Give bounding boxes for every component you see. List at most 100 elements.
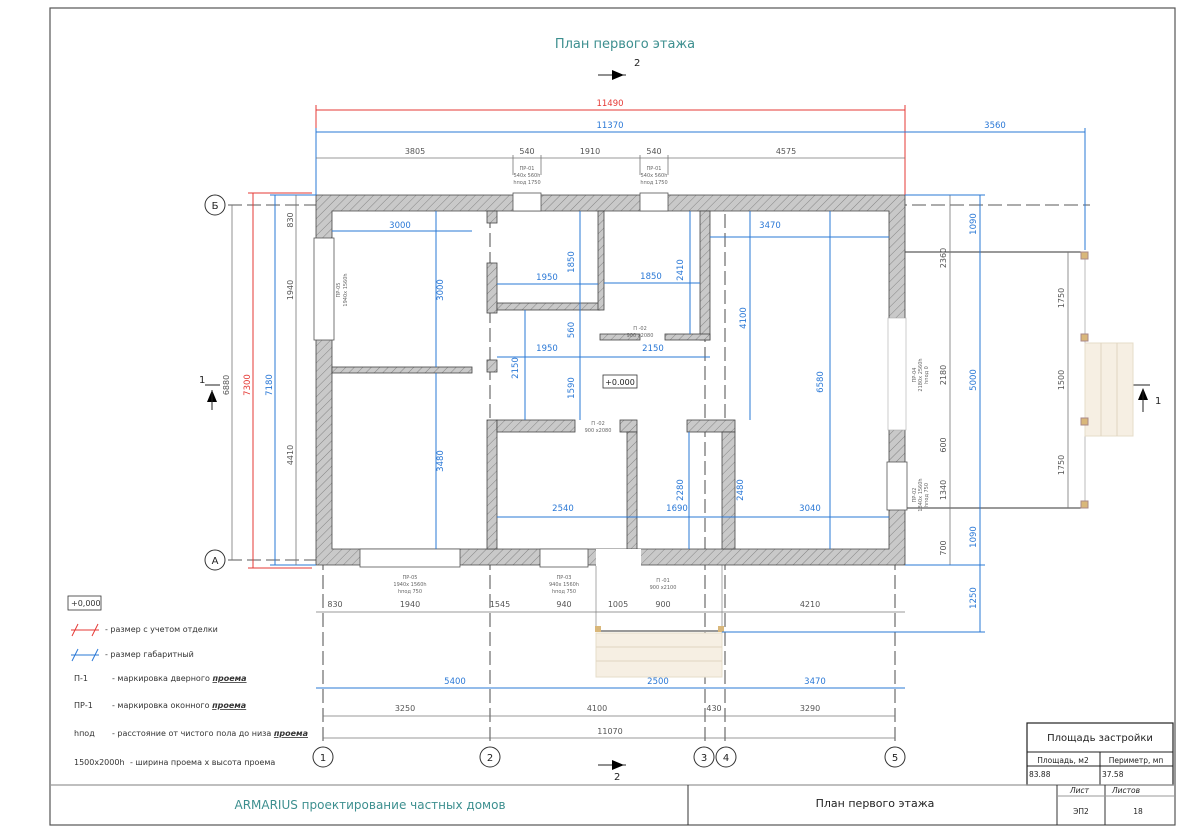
- svg-text:1850: 1850: [567, 251, 577, 273]
- svg-text:6580: 6580: [816, 371, 826, 393]
- svg-text:1940x 1560h: 1940x 1560h: [343, 273, 349, 306]
- svg-text:1005: 1005: [608, 600, 628, 609]
- svg-text:1090: 1090: [969, 213, 979, 235]
- svg-text:540x 560h: 540x 560h: [514, 173, 541, 179]
- svg-text:18: 18: [1133, 807, 1143, 816]
- svg-text:А: А: [212, 556, 219, 567]
- svg-text:3000: 3000: [389, 221, 411, 231]
- svg-text:560: 560: [567, 322, 577, 338]
- svg-text:П -01: П -01: [656, 578, 670, 584]
- svg-text:2180x 2560h: 2180x 2560h: [918, 358, 924, 391]
- svg-text:ARMARIUS проектирование частны: ARMARIUS проектирование частных домов: [234, 798, 505, 812]
- svg-text:ПР-01: ПР-01: [647, 166, 662, 172]
- svg-text:hпод: hпод: [74, 729, 95, 738]
- svg-text:1950: 1950: [536, 344, 558, 354]
- svg-text:37.58: 37.58: [1102, 770, 1124, 779]
- floor-elevation-mark: +0.000: [602, 374, 638, 389]
- svg-text:830: 830: [327, 600, 342, 609]
- svg-text:7300: 7300: [243, 374, 253, 396]
- svg-text:ПР-02: ПР-02: [912, 488, 918, 503]
- svg-text:ПР-1: ПР-1: [74, 701, 93, 710]
- svg-text:hпод 750: hпод 750: [552, 589, 576, 595]
- svg-text:2500: 2500: [647, 677, 669, 687]
- svg-text:hпод 1750: hпод 1750: [513, 180, 540, 186]
- svg-text:940x 1560h: 940x 1560h: [549, 582, 579, 588]
- window-pr01-b: [639, 192, 669, 212]
- svg-text:3: 3: [701, 753, 707, 764]
- svg-text:1940: 1940: [400, 600, 420, 609]
- svg-text:1500: 1500: [1057, 370, 1066, 390]
- svg-text:3290: 3290: [800, 704, 820, 713]
- bottom-dimensions: 830 1940 1545 940 1005 900 4210 5400 250…: [316, 600, 905, 739]
- svg-text:3040: 3040: [799, 504, 821, 514]
- walls: [315, 194, 906, 566]
- svg-text:600: 600: [939, 437, 948, 452]
- svg-text:2540: 2540: [552, 504, 574, 514]
- svg-text:1750: 1750: [1057, 288, 1066, 308]
- sheet-frame: [49, 7, 1176, 826]
- svg-text:430: 430: [706, 704, 721, 713]
- window-pr02: [886, 461, 908, 511]
- legend: +0,000 - размер с учетом отделки - разме…: [67, 595, 308, 767]
- axis-bubble-3: 3: [693, 746, 715, 768]
- axis-bubble-b: Б: [204, 194, 226, 216]
- svg-text:1750: 1750: [1057, 455, 1066, 475]
- opening-labels: ПР-01 540x 560h hпод 1750 ПР-01 540x 560…: [336, 166, 930, 595]
- drawing-title: План первого этажа: [555, 37, 695, 52]
- svg-text:ПР-05: ПР-05: [336, 283, 342, 298]
- window-pr05-bottom: [359, 548, 461, 568]
- svg-text:3470: 3470: [759, 221, 781, 231]
- svg-text:3805: 3805: [405, 147, 425, 156]
- svg-text:940: 940: [556, 600, 571, 609]
- svg-text:1545: 1545: [490, 600, 510, 609]
- svg-text:2280: 2280: [676, 479, 686, 501]
- svg-text:2: 2: [614, 772, 620, 783]
- svg-text:ПР-04: ПР-04: [912, 368, 918, 383]
- svg-text:План первого этажа: План первого этажа: [816, 797, 935, 810]
- axis-bubble-4: 4: [715, 746, 737, 768]
- svg-text:4575: 4575: [776, 147, 796, 156]
- svg-text:ПР-01: ПР-01: [520, 166, 535, 172]
- svg-text:hпод 750: hпод 750: [924, 483, 930, 507]
- svg-text:1340x 1560h: 1340x 1560h: [918, 478, 924, 511]
- svg-text:4100: 4100: [587, 704, 607, 713]
- axis-bubble-1: 1: [312, 746, 334, 768]
- svg-text:830: 830: [286, 212, 295, 227]
- svg-text:5: 5: [892, 753, 898, 764]
- svg-text:3560: 3560: [984, 121, 1006, 131]
- svg-text:11490: 11490: [596, 99, 623, 109]
- porch-right: [905, 251, 1134, 509]
- window-pr03: [539, 548, 589, 568]
- svg-text:hпод 0: hпод 0: [924, 366, 930, 384]
- svg-text:1950: 1950: [536, 273, 558, 283]
- axis-bubble-5: 5: [884, 746, 906, 768]
- svg-text:- размер с учетом отделки: - размер с учетом отделки: [105, 625, 218, 634]
- section-mark-left: 1: [199, 375, 220, 410]
- svg-text:2410: 2410: [676, 259, 686, 281]
- window-pr05-left: [313, 237, 335, 341]
- svg-text:1340: 1340: [939, 480, 948, 500]
- door-p01: [596, 549, 641, 566]
- svg-text:hпод 750: hпод 750: [398, 589, 422, 595]
- left-dimensions: 6880 7300 7180 830 1940 4410: [222, 192, 316, 569]
- svg-text:ПР-03: ПР-03: [557, 575, 572, 581]
- axis-bubble-a: А: [204, 549, 226, 571]
- porch-bottom: [595, 565, 724, 678]
- room-dimensions: 3000 3000 3480 1950 1850 1850 2410 560 1…: [332, 211, 889, 549]
- svg-text:- ширина проема x высота проем: - ширина проема x высота проема: [130, 758, 275, 767]
- svg-text:Площадь застройки: Площадь застройки: [1047, 733, 1153, 744]
- svg-text:П -02: П -02: [633, 326, 647, 332]
- svg-text:5000: 5000: [969, 369, 979, 391]
- svg-text:1940x 1560h: 1940x 1560h: [393, 582, 426, 588]
- svg-text:1910: 1910: [580, 147, 600, 156]
- title-block: ARMARIUS проектирование частных домов Пл…: [50, 784, 1175, 825]
- svg-text:2150: 2150: [642, 344, 664, 354]
- svg-text:- расстояние от чистого пола д: - расстояние от чистого пола до низа про…: [112, 729, 308, 738]
- svg-text:1: 1: [1155, 396, 1161, 407]
- section-mark-top: 2: [598, 58, 640, 80]
- svg-text:1090: 1090: [969, 526, 979, 548]
- svg-text:2480: 2480: [736, 479, 746, 501]
- svg-text:1500x2000h: 1500x2000h: [74, 758, 125, 767]
- svg-text:11070: 11070: [597, 727, 622, 736]
